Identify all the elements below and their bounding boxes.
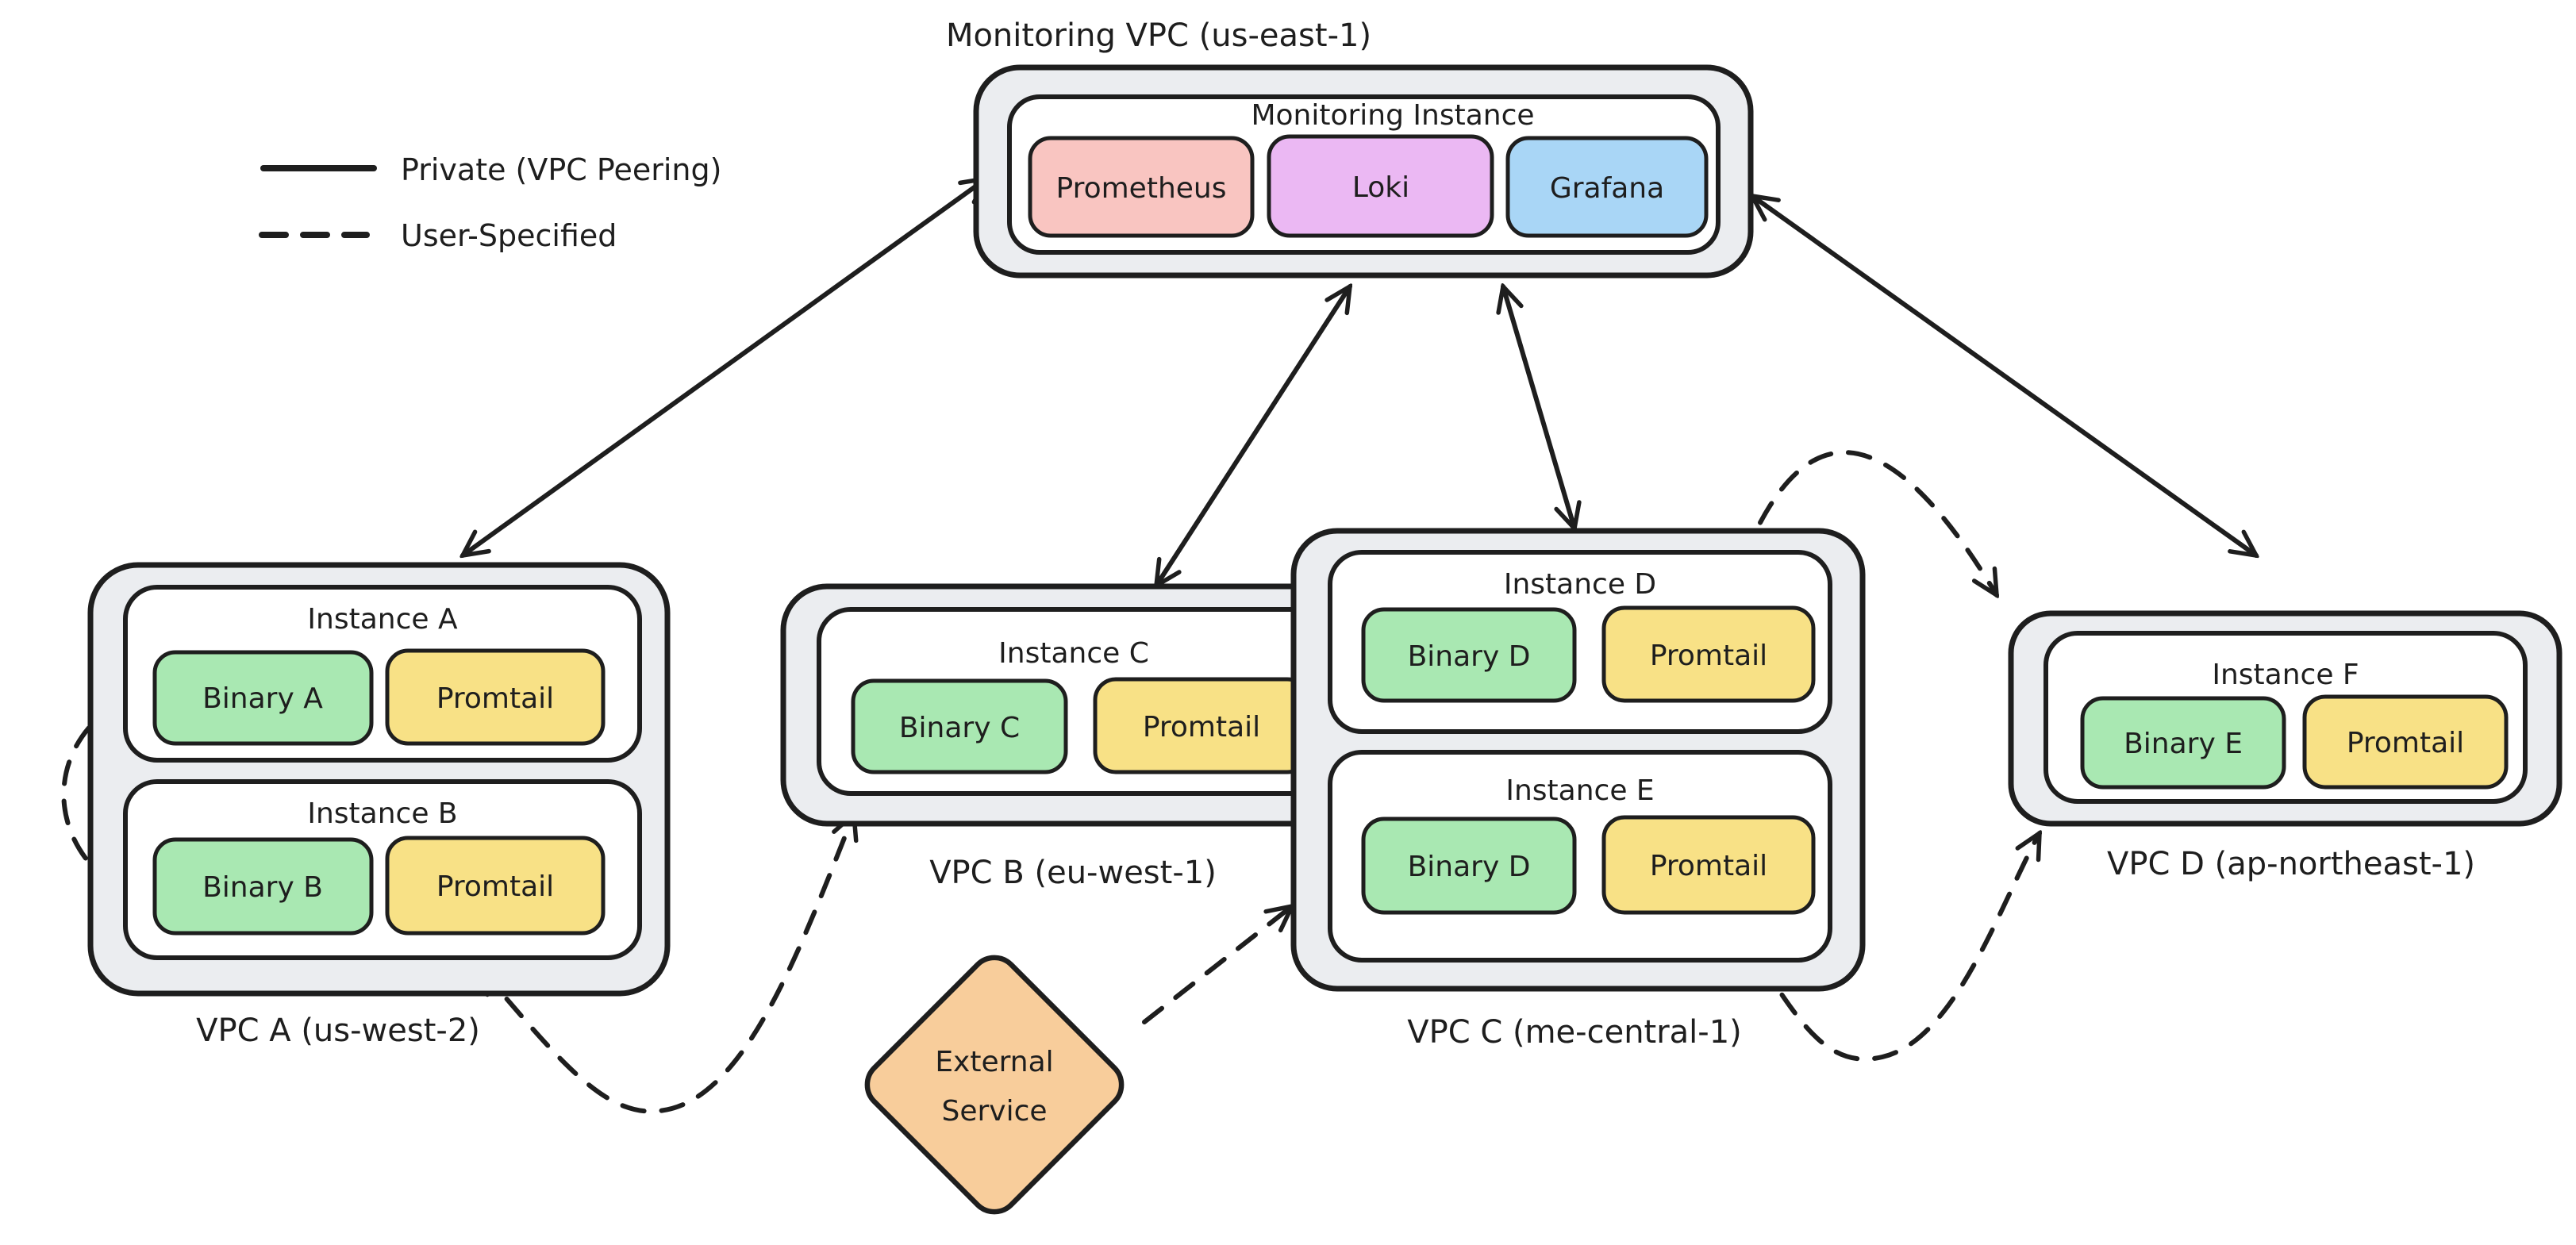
edge-monitoring-vpc-d	[1752, 196, 2256, 555]
instance-d-label: Instance D	[1504, 568, 1656, 601]
edge-instance-e-instance-f	[1760, 833, 2042, 1062]
vpc-b-label: VPC B (eu-west-1)	[929, 855, 1217, 891]
promtail-a-label: Promtail	[436, 682, 554, 715]
service-prometheus-label: Prometheus	[1056, 172, 1227, 205]
edge-vpc-c-vpc-d-top	[1744, 450, 1997, 595]
legend-user-specified-label: User-Specified	[401, 218, 617, 253]
service-grafana-box	[1505, 136, 1709, 238]
binary-e-instance-box	[1361, 817, 1577, 915]
vpc-b: Instance C Binary C Promtail VPC B (eu-w…	[780, 583, 1368, 891]
instance-a-label: Instance A	[307, 603, 458, 636]
instance-b-label: Instance B	[307, 797, 457, 830]
external-service-label-line1: External	[935, 1046, 1053, 1078]
legend-private-label: Private (VPC Peering)	[401, 152, 721, 187]
binary-c-label: Binary C	[899, 712, 1020, 744]
service-loki-label: Loki	[1352, 171, 1409, 204]
instance-e-label: Instance E	[1505, 774, 1654, 807]
edge-monitoring-vpc-a	[463, 179, 986, 555]
vpc-a-label: VPC A (us-west-2)	[196, 1013, 480, 1049]
edge-vpc-a-vpc-b	[481, 814, 854, 1114]
binary-d-label: Binary D	[1408, 640, 1531, 673]
vpc-d: Instance F Binary E Promtail VPC D (ap-n…	[2008, 610, 2563, 882]
vpc-c: Instance D Binary D Promtail Instance E …	[1290, 528, 1866, 1051]
vpc-d-label: VPC D (ap-northeast-1)	[2107, 846, 2475, 882]
binary-a-box	[152, 650, 374, 746]
edge-monitoring-vpc-c	[1503, 286, 1574, 528]
page-title: Monitoring VPC (us-east-1)	[946, 17, 1371, 54]
binary-e-instance-label: Binary D	[1408, 851, 1531, 883]
promtail-b-box	[385, 836, 606, 936]
promtail-f-box	[2302, 694, 2509, 790]
instance-f-label: Instance F	[2212, 659, 2359, 691]
edge-external-service-vpc-c	[1142, 906, 1292, 1024]
service-prometheus-box	[1028, 136, 1255, 238]
edge-monitoring-vpc-b	[1156, 286, 1350, 586]
external-service-label-line2: Service	[941, 1095, 1047, 1128]
promtail-e-box	[1601, 815, 1816, 915]
instance-c-label: Instance C	[998, 637, 1149, 670]
binary-b-label: Binary B	[202, 871, 323, 904]
vpc-c-label: VPC C (me-central-1)	[1407, 1014, 1742, 1051]
promtail-a-box	[385, 648, 606, 746]
external-service-diamond	[864, 955, 1125, 1215]
promtail-e-label: Promtail	[1650, 850, 1767, 882]
binary-f-box	[2080, 696, 2286, 790]
binary-b-box	[152, 837, 374, 936]
vpc-a: Instance A Binary A Promtail Instance B …	[87, 562, 671, 1049]
promtail-d-label: Promtail	[1650, 640, 1767, 672]
service-loki-box	[1267, 134, 1494, 238]
binary-a-label: Binary A	[202, 682, 323, 715]
promtail-f-label: Promtail	[2347, 727, 2464, 759]
binary-f-label: Binary E	[2124, 728, 2243, 760]
monitoring-instance-label: Monitoring Instance	[1251, 99, 1534, 132]
binary-d-box	[1361, 607, 1577, 703]
promtail-c-label: Promtail	[1143, 711, 1260, 744]
monitoring-vpc: Monitoring Instance Prometheus Loki Graf…	[973, 64, 1754, 279]
binary-c-box	[851, 678, 1068, 774]
legend: Private (VPC Peering) User-Specified	[259, 152, 721, 253]
external-service: External Service	[864, 955, 1125, 1215]
service-grafana-label: Grafana	[1550, 172, 1664, 205]
promtail-b-label: Promtail	[436, 870, 554, 903]
promtail-d-box	[1601, 605, 1816, 703]
